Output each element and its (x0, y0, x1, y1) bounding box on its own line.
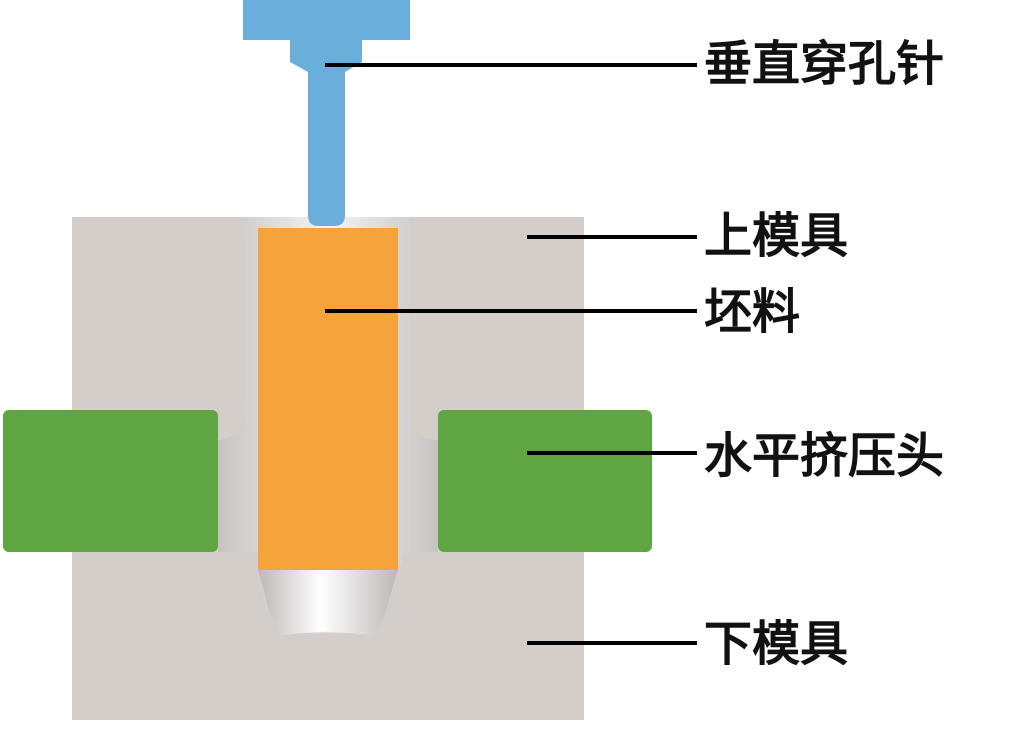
lower-die-label: 下模具 (704, 616, 849, 672)
billet-label: 坯料 (704, 284, 801, 340)
extrusion-head-right (438, 410, 652, 552)
extrusion-head-label: 水平挤压头 (704, 428, 945, 484)
leader-lines (325, 63, 697, 645)
vertical-punch (243, 0, 410, 226)
extrusion-head-left (3, 410, 218, 552)
upper-die-label: 上模具 (704, 208, 849, 264)
billet (258, 228, 398, 570)
billet-cone-cavity (258, 570, 398, 635)
punch-label: 垂直穿孔针 (704, 36, 945, 92)
